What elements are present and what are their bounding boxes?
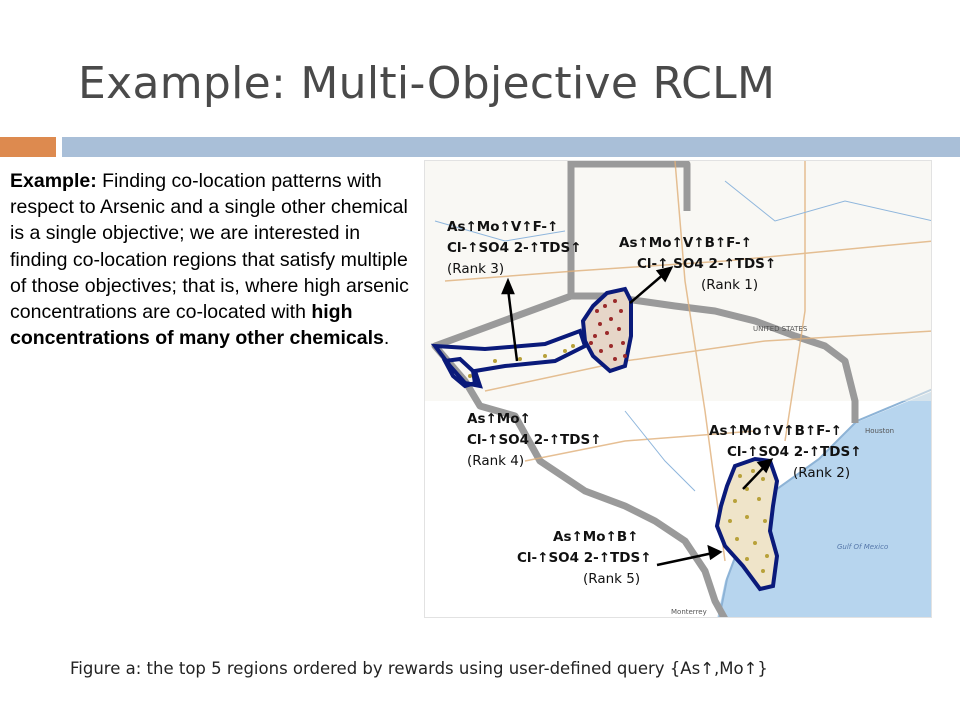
body-text-main: Finding co-location patterns with respec… bbox=[10, 170, 409, 324]
label-rank4-line2: Cl-↑SO4 2-↑TDS↑ bbox=[467, 432, 602, 448]
label-rank5-line2: Cl-↑SO4 2-↑TDS↑ bbox=[517, 550, 652, 566]
place-label-houston: Houston bbox=[865, 427, 894, 435]
accent-bar-blue bbox=[62, 137, 960, 157]
label-rank2-line2: Cl-↑SO4 2-↑TDS↑ bbox=[727, 444, 862, 460]
arrow-rank1 bbox=[629, 272, 666, 304]
body-lead: Example: bbox=[10, 170, 97, 192]
label-rank1-line1: As↑Mo↑V↑B↑F-↑ bbox=[619, 235, 752, 251]
label-rank5: As↑Mo↑B↑ Cl-↑SO4 2-↑TDS↑ (Rank 5) bbox=[517, 527, 652, 590]
label-rank3-rank: (Rank 3) bbox=[447, 261, 505, 277]
label-rank3-line2: Cl-↑SO4 2-↑TDS↑ bbox=[447, 240, 582, 256]
region-rank3 bbox=[430, 328, 588, 389]
label-rank1-rank: (Rank 1) bbox=[701, 277, 759, 293]
region-rank1 bbox=[580, 286, 633, 374]
region-rank2 bbox=[714, 456, 780, 592]
body-paragraph: Example: Finding co-location patterns wi… bbox=[10, 168, 420, 351]
body-emphasis: high concentrations of many other chemic… bbox=[10, 301, 384, 350]
label-rank3-line1: As↑Mo↑V↑F-↑ bbox=[447, 219, 559, 235]
arrow-rank2 bbox=[742, 465, 766, 490]
label-rank1-line2: Cl-↑ SO4 2-↑TDS↑ bbox=[637, 256, 777, 272]
arrow-rank5 bbox=[656, 551, 714, 567]
label-rank5-rank: (Rank 5) bbox=[583, 571, 641, 587]
label-rank1: As↑Mo↑V↑B↑F-↑ Cl-↑ SO4 2-↑TDS↑ (Rank 1) bbox=[619, 233, 776, 296]
label-rank4: As↑Mo↑ Cl-↑SO4 2-↑TDS↑ (Rank 4) bbox=[467, 409, 602, 472]
label-rank2-rank: (Rank 2) bbox=[793, 465, 851, 481]
label-rank4-line1: As↑Mo↑ bbox=[467, 411, 531, 427]
accent-bar-orange bbox=[0, 137, 56, 157]
body-text-end: . bbox=[383, 327, 390, 350]
arrow-rank3 bbox=[506, 288, 519, 362]
slide-title: Example: Multi-Objective RCLM bbox=[78, 58, 776, 109]
label-rank2-line1: As↑Mo↑V↑B↑F-↑ bbox=[709, 423, 842, 439]
texas-map: UNITED STATES Gulf Of Mexico Houston Mon… bbox=[424, 160, 932, 618]
place-label-gulf: Gulf Of Mexico bbox=[837, 543, 888, 551]
label-rank5-line1: As↑Mo↑B↑ bbox=[553, 529, 639, 545]
place-label-us: UNITED STATES bbox=[753, 325, 808, 333]
region-rank4 bbox=[441, 356, 478, 389]
label-rank2: As↑Mo↑V↑B↑F-↑ Cl-↑SO4 2-↑TDS↑ (Rank 2) bbox=[709, 421, 862, 484]
place-label-monterrey: Monterrey bbox=[671, 608, 707, 616]
figure-caption: Figure a: the top 5 regions ordered by r… bbox=[70, 659, 768, 678]
label-rank4-rank: (Rank 4) bbox=[467, 453, 525, 469]
map-graphic: UNITED STATES Gulf Of Mexico Houston Mon… bbox=[425, 161, 931, 617]
label-rank3: As↑Mo↑V↑F-↑ Cl-↑SO4 2-↑TDS↑ (Rank 3) bbox=[447, 217, 582, 280]
